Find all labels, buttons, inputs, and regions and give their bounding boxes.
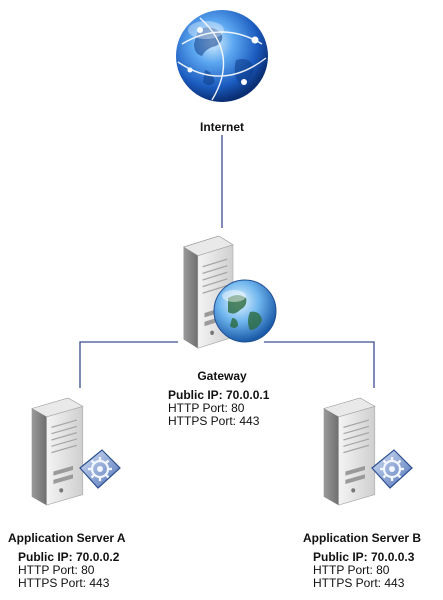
server-b-icon	[323, 397, 414, 506]
internet-label: Internet	[199, 120, 244, 134]
server-b-http-port: HTTP Port: 80	[313, 563, 390, 577]
server-a-icon	[31, 397, 122, 506]
server-a-http-port: HTTP Port: 80	[18, 563, 95, 577]
gateway-label: Gateway	[197, 369, 247, 383]
gateway-public-ip: Public IP: 70.0.0.1	[168, 388, 270, 402]
link-gateway-server-b	[264, 341, 375, 388]
globe-icon	[176, 10, 268, 102]
gateway-http-port: HTTP Port: 80	[168, 401, 245, 415]
server-b-info: Public IP: 70.0.0.3 HTTP Port: 80 HTTPS …	[313, 551, 414, 590]
server-a-label: Application Server A	[8, 531, 126, 545]
server-a-public-ip: Public IP: 70.0.0.2	[18, 550, 120, 564]
gateway-info: Public IP: 70.0.0.1 HTTP Port: 80 HTTPS …	[168, 389, 269, 428]
gateway-https-port: HTTPS Port: 443	[168, 414, 260, 428]
server-a-https-port: HTTPS Port: 443	[18, 576, 110, 590]
gateway-icon	[182, 235, 277, 349]
gateway-globe-icon	[213, 279, 277, 343]
server-a-info: Public IP: 70.0.0.2 HTTP Port: 80 HTTPS …	[18, 551, 119, 590]
connection-lines	[79, 135, 375, 388]
link-gateway-server-a	[79, 341, 178, 388]
server-b-https-port: HTTPS Port: 443	[313, 576, 405, 590]
server-b-public-ip: Public IP: 70.0.0.3	[313, 550, 415, 564]
server-b-label: Application Server B	[303, 531, 422, 545]
